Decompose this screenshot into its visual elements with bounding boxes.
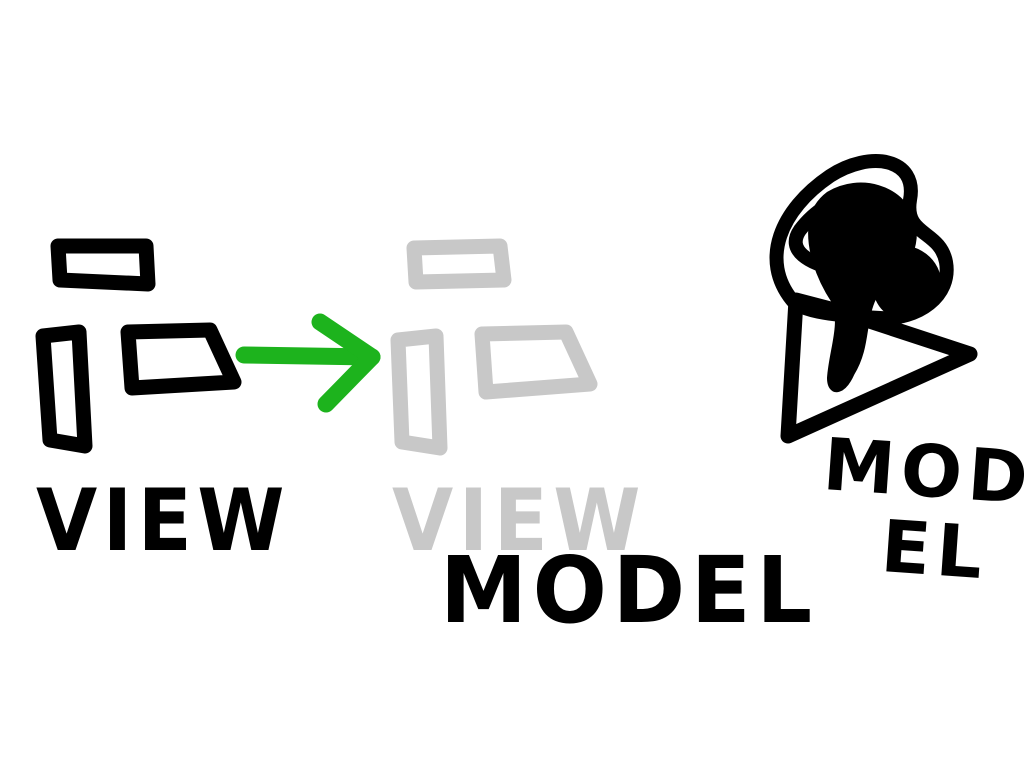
view-window-main-pane	[120, 322, 242, 396]
view-window-side-pane	[35, 324, 93, 454]
ghost-view-label: VIEW	[392, 471, 647, 571]
ghost-window-side-pane	[390, 328, 448, 456]
scribble-fill-core	[808, 182, 917, 392]
arrow-right-icon	[235, 313, 381, 413]
ghost-view-window-icon	[390, 238, 598, 456]
ghost-window-top-bar	[406, 238, 512, 290]
ghost-window-main-pane	[474, 324, 598, 400]
model-label: MODEL	[440, 537, 818, 644]
view-window-icon	[35, 238, 242, 454]
model-split-label-bottom: EL	[878, 504, 992, 596]
scribble-fill-right	[871, 244, 942, 319]
arrow-head	[311, 313, 381, 413]
model-split-label-top: MOD	[820, 422, 1024, 521]
model-scribble-icon	[769, 154, 978, 444]
view-label: VIEW	[36, 471, 291, 571]
arrow-shaft	[235, 346, 381, 366]
view-window-top-bar	[50, 238, 156, 292]
